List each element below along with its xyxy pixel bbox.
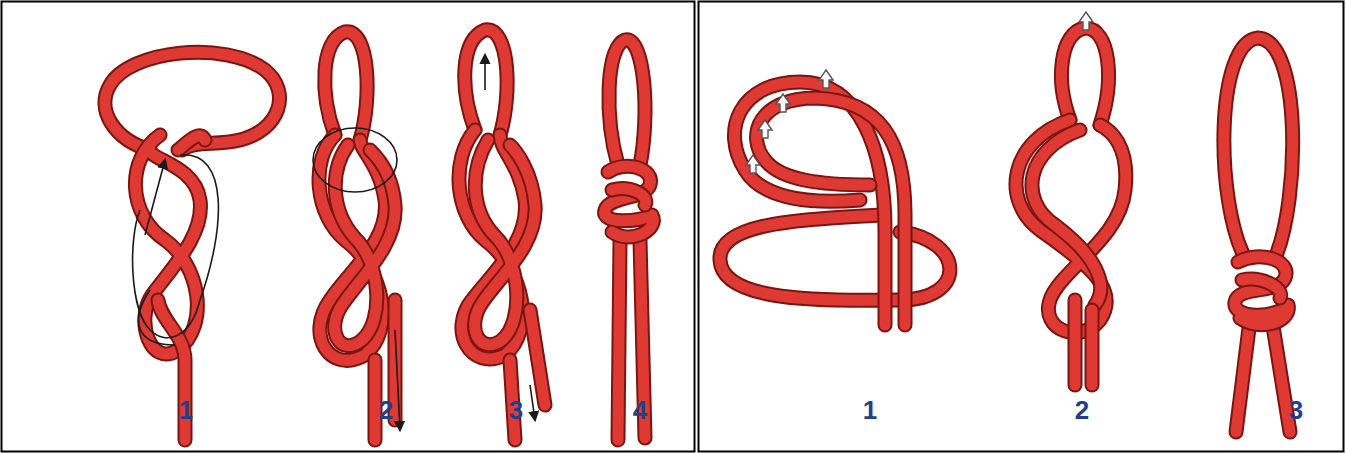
knot-step: [720, 70, 950, 325]
knot-step: [313, 32, 400, 440]
knot-step: [605, 40, 654, 440]
knot-step: [459, 30, 545, 440]
panel-frame: [699, 2, 1344, 452]
step-number: 2: [1075, 397, 1089, 423]
knot-step: [1016, 12, 1126, 385]
step-number: 1: [863, 397, 877, 423]
knot-step: [1224, 38, 1293, 432]
step-number: 3: [1289, 397, 1303, 423]
step-number: 1: [179, 397, 193, 423]
step-number: 4: [633, 397, 647, 423]
panel-frame: [2, 2, 695, 452]
step-number: 2: [379, 397, 393, 423]
knot-step: [105, 52, 280, 440]
step-number: 3: [509, 397, 523, 423]
